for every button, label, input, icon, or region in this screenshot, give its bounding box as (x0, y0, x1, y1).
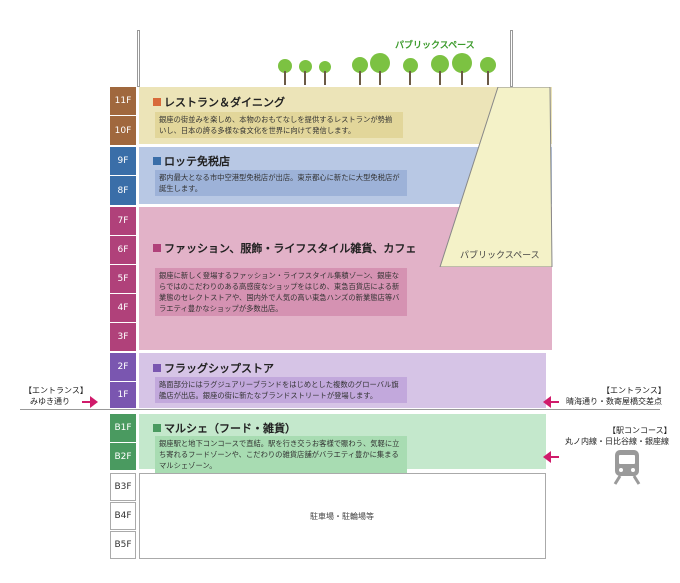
fashion-square-icon (153, 244, 161, 252)
floor-label-7f: 7F (110, 207, 136, 235)
marche-title: マルシェ（フード・雑貨） (153, 420, 296, 436)
fashion-description: 銀座に新しく登場するファッション・ライフスタイル集積ゾーン、銀座ならではのこだわ… (155, 268, 407, 316)
public-space-shape (439, 87, 553, 267)
flagship-description: 路面部分にはラグジュアリーブランドをはじめとした複数のグローバル旗艦店が出店。銀… (155, 377, 407, 403)
floor-label-8f: 8F (110, 176, 136, 205)
entrance-left-title: 【エントランス】 (24, 386, 88, 395)
tree-icon (298, 60, 312, 85)
floor-label-4f: 4F (110, 294, 136, 322)
roof-post-right (510, 30, 513, 87)
entrance-left-sub: みゆき通り (30, 397, 70, 406)
entrance-right2-title: 【駅コンコース】 (608, 426, 672, 435)
parking-label: 駐車場・駐輪場等 (310, 512, 374, 521)
tree-icon (370, 53, 390, 85)
floor-label-b2f: B2F (110, 443, 136, 470)
restaurant-square-icon (153, 98, 161, 106)
public-space-side-label: パブリックスペース (460, 251, 540, 261)
tree-icon (352, 57, 368, 85)
train-icon (613, 450, 641, 485)
flagship-square-icon (153, 364, 161, 372)
ground-line (20, 409, 660, 410)
dutyfree-description: 都内最大となる市中空港型免税店が出店。東京都心に新たに大型免税店が誕生します。 (155, 170, 407, 196)
tree-icon (319, 61, 331, 85)
floor-label-5f: 5F (110, 265, 136, 293)
marche-square-icon (153, 424, 161, 432)
tree-icon (402, 58, 418, 85)
marche-description: 銀座駅と地下コンコースで直結。駅を行き交うお客様で賑わう、気軽に立ち寄れるフード… (155, 436, 407, 473)
floor-label-6f: 6F (110, 236, 136, 264)
floor-label-3f: 3F (110, 323, 136, 351)
tree-icon (431, 55, 449, 85)
public-space-top-label: パブリックスペース (395, 41, 475, 51)
floor-label-b5f: B5F (110, 531, 136, 559)
entrance-right1-sub: 晴海通り・数寄屋橋交差点 (566, 397, 662, 406)
tree-icon (452, 53, 472, 85)
tree-icon (278, 59, 292, 85)
entrance-right2-arrow-icon (543, 451, 559, 463)
entrance-right1-arrow-icon (543, 396, 559, 408)
floor-label-b1f: B1F (110, 414, 136, 442)
restaurant-description: 銀座の街並みを楽しめ、本物のおもてなしを提供するレストランが勢揃いし、日本の誇る… (155, 112, 403, 138)
floor-label-1f: 1F (110, 382, 136, 408)
dutyfree-title: ロッテ免税店 (153, 153, 230, 169)
entrance-right2-sub: 丸ノ内線・日比谷線・銀座線 (565, 437, 669, 446)
floor-label-b3f: B3F (110, 473, 136, 501)
dutyfree-square-icon (153, 157, 161, 165)
entrance-right1-title: 【エントランス】 (602, 386, 666, 395)
floor-label-10f: 10F (110, 116, 136, 145)
restaurant-title: レストラン＆ダイニング (153, 94, 285, 110)
zone-parking (139, 473, 546, 559)
entrance-left-arrow-icon (82, 396, 98, 408)
roof-post-left (137, 30, 140, 87)
tree-icon (480, 57, 496, 85)
flagship-title: フラッグシップストア (153, 360, 274, 376)
floor-label-9f: 9F (110, 147, 136, 175)
floor-label-b4f: B4F (110, 502, 136, 530)
floor-label-11f: 11F (110, 87, 136, 115)
floor-label-2f: 2F (110, 353, 136, 381)
fashion-title: ファッション、服飾・ライフスタイル雑貨、カフェ (153, 240, 416, 256)
